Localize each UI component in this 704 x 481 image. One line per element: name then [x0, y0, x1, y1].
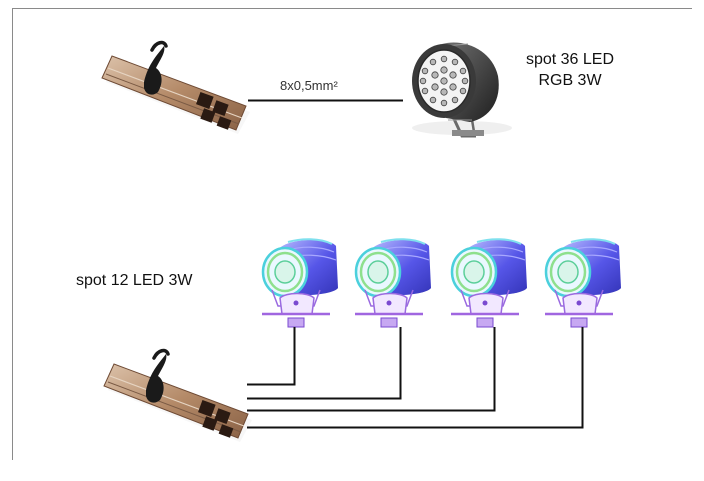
- wire-spot-1: [247, 327, 295, 385]
- dmx-controller-board-icon: [102, 43, 250, 134]
- spot-36-subtitle: RGB 3W: [505, 71, 635, 90]
- spot-36-title: spot 36 LED: [505, 50, 635, 69]
- wire-spot-2: [247, 327, 401, 399]
- spot-12-led-fixture-icon: [355, 239, 431, 327]
- spot-12-led-fixture-icon: [545, 239, 621, 327]
- spot-12-led-fixture-icon: [262, 239, 338, 327]
- wire-spot-4: [247, 327, 583, 428]
- spot-12-label: spot 12 LED 3W: [76, 271, 193, 290]
- cable-spec-label: 8x0,5mm²: [280, 78, 338, 94]
- spot-12-led-fixture-icon: [451, 239, 527, 327]
- spot-36-led-fixture-icon: [412, 42, 512, 136]
- dmx-controller-board-icon: [104, 351, 252, 442]
